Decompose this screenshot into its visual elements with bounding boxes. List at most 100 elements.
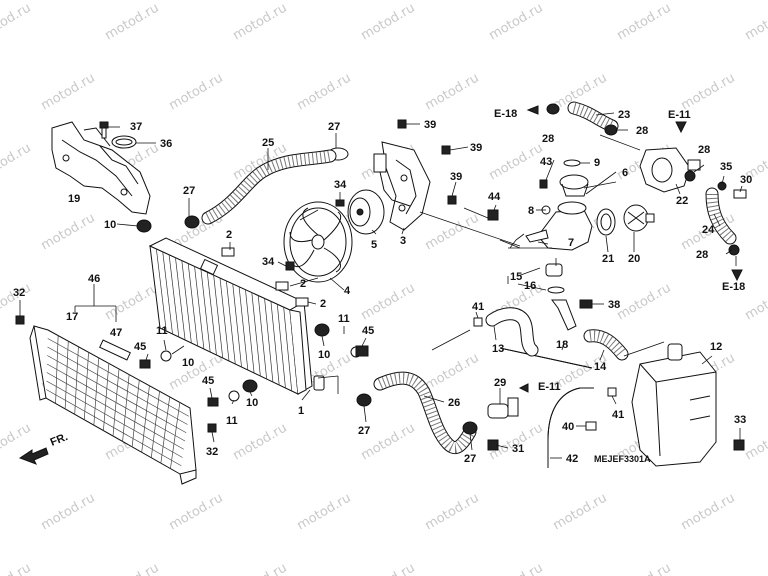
clamp-28-c-drawing xyxy=(684,170,696,182)
watermark-text: motod.ru xyxy=(423,211,482,254)
watermark-text: motod.ru xyxy=(615,1,674,44)
clip-40-drawing xyxy=(585,421,597,431)
bolt-38-drawing xyxy=(579,299,593,309)
label-38: 38 xyxy=(608,299,620,311)
label-3: 3 xyxy=(400,235,406,247)
seal-47-drawing xyxy=(99,339,131,361)
filler-cap-drawing xyxy=(545,263,565,294)
label-18: 18 xyxy=(556,339,568,351)
label-16: 16 xyxy=(524,280,536,292)
label-4: 4 xyxy=(344,285,351,297)
clamp-28-b-drawing xyxy=(604,124,618,136)
label-10-a: 10 xyxy=(104,219,116,231)
clamp-27-lower-drawing xyxy=(356,393,372,407)
label-9: 9 xyxy=(594,157,600,169)
watermark-text: motod.ru xyxy=(359,1,418,44)
nut-34-lower-drawing xyxy=(285,261,295,271)
label-21: 21 xyxy=(602,253,614,265)
watermark-text: motod.ru xyxy=(359,561,418,576)
ref-e18-bottom: E-18 xyxy=(722,281,745,293)
hose-42-drawing xyxy=(547,387,594,468)
label-2-c: 2 xyxy=(320,298,326,310)
label-11-a: 11 xyxy=(156,325,168,337)
watermark-text: motod.ru xyxy=(743,561,768,576)
watermark-text: motod.ru xyxy=(103,1,162,44)
sensor-30-drawing xyxy=(733,189,747,199)
front-direction-arrow xyxy=(18,447,49,465)
watermark-text: motod.ru xyxy=(0,561,34,576)
ref-e18-top: E-18 xyxy=(494,108,517,120)
oring-21-drawing xyxy=(596,208,616,236)
label-10-b: 10 xyxy=(182,357,194,369)
label-12: 12 xyxy=(710,341,722,353)
label-39-a: 39 xyxy=(424,119,436,131)
label-33: 33 xyxy=(734,414,746,426)
label-2-a: 2 xyxy=(226,229,232,241)
label-42: 42 xyxy=(566,453,578,465)
bolt-31-drawing xyxy=(487,439,499,451)
label-11-b: 11 xyxy=(226,415,238,427)
watermark-text: motod.ru xyxy=(679,491,738,534)
watermark-text: motod.ru xyxy=(487,561,546,576)
label-13: 13 xyxy=(492,343,504,355)
watermark-text: motod.ru xyxy=(743,1,768,44)
ref-e11-mid: E-11 xyxy=(538,381,561,393)
label-28-b: 28 xyxy=(636,125,648,137)
bolt-33-drawing xyxy=(733,439,745,451)
label-31: 31 xyxy=(512,443,524,455)
watermark-text: motod.ru xyxy=(359,281,418,324)
label-11-c: 11 xyxy=(338,313,350,325)
radiator-grille-drawing xyxy=(29,325,197,485)
bolt-37-drawing xyxy=(99,121,109,139)
label-39-b: 39 xyxy=(470,142,482,154)
label-32-b: 32 xyxy=(206,446,218,458)
clamp-36-drawing xyxy=(111,135,137,149)
watermark-text: motod.ru xyxy=(423,491,482,534)
watermark-text: motod.ru xyxy=(231,421,290,464)
watermark-text: motod.ru xyxy=(0,141,34,184)
label-27-c: 27 xyxy=(358,425,370,437)
label-15: 15 xyxy=(510,271,522,283)
label-47: 47 xyxy=(110,327,122,339)
hose-23-drawing xyxy=(567,101,619,133)
bolt-drawings xyxy=(15,315,369,433)
watermark-text: motod.ru xyxy=(295,71,354,114)
watermark-text: motod.ru xyxy=(295,491,354,534)
clamp-28-a-drawing xyxy=(546,103,560,115)
label-7: 7 xyxy=(568,237,574,249)
watermark-text: motod.ru xyxy=(615,281,674,324)
label-25: 25 xyxy=(262,137,274,149)
watermark-text: motod.ru xyxy=(167,71,226,114)
label-20: 20 xyxy=(628,253,640,265)
bolt-43-drawing xyxy=(539,179,548,189)
label-34-a: 34 xyxy=(334,179,347,191)
front-direction-label: FR. xyxy=(49,431,70,449)
oring-9-drawing xyxy=(563,159,581,167)
hose-13-drawing xyxy=(485,307,539,357)
watermark-text: motod.ru xyxy=(167,491,226,534)
watermark-text: motod.ru xyxy=(423,351,482,394)
watermark-text: motod.ru xyxy=(615,561,674,576)
label-14: 14 xyxy=(594,361,607,373)
label-27-b: 27 xyxy=(328,121,340,133)
label-28-a: 28 xyxy=(542,133,554,145)
label-46: 46 xyxy=(88,273,100,285)
watermark-text: motod.ru xyxy=(103,281,162,324)
thermostat-cover-drawing xyxy=(639,147,701,193)
label-37: 37 xyxy=(130,121,142,133)
bolt-44-drawing xyxy=(487,209,499,221)
fan-shroud-drawing xyxy=(283,201,353,283)
label-40: 40 xyxy=(562,421,574,433)
label-27-d: 27 xyxy=(464,453,476,465)
label-1: 1 xyxy=(298,405,304,417)
label-34-b: 34 xyxy=(262,256,275,268)
label-32-a: 32 xyxy=(13,287,25,299)
thermostat-housing-drawing xyxy=(525,174,593,251)
hose-25-drawing xyxy=(201,149,337,225)
watermark-text: motod.ru xyxy=(231,561,290,576)
label-23: 23 xyxy=(618,109,630,121)
callout-labels: 37 36 19 27 10 2 25 27 39 39 39 34 5 3 3… xyxy=(13,109,752,465)
watermark-text: motod.ru xyxy=(679,71,738,114)
